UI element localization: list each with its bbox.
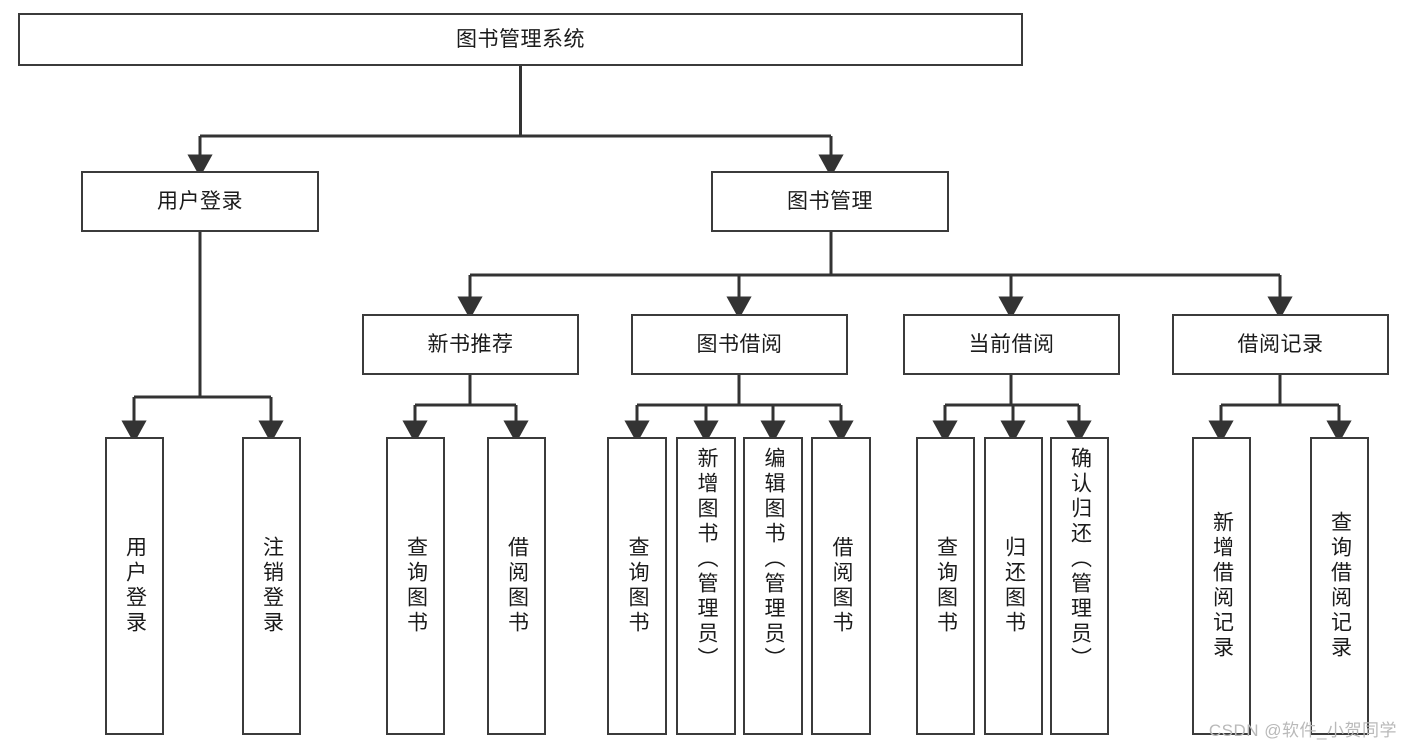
leaf-confirm-return-admin[interactable]: 确认归还（管理员） xyxy=(1050,437,1109,735)
leaf-query-borrow-record[interactable]: 查询借阅记录 xyxy=(1310,437,1369,735)
leaf-borrow-book-borrow[interactable]: 借阅图书 xyxy=(811,437,871,735)
leaf-query-book-current[interactable]: 查询图书 xyxy=(916,437,975,735)
leaf-edit-book-admin-label: 编辑图书（管理员） xyxy=(762,447,786,672)
node-book-management[interactable]: 图书管理 xyxy=(711,171,949,232)
leaf-query-book-newbook-label: 查询图书 xyxy=(404,536,428,636)
node-user-login-label: 用户登录 xyxy=(157,190,243,213)
leaf-logout[interactable]: 注销登录 xyxy=(242,437,301,735)
leaf-query-book-current-label: 查询图书 xyxy=(934,536,958,636)
leaf-query-book-newbook[interactable]: 查询图书 xyxy=(386,437,445,735)
node-borrow-record[interactable]: 借阅记录 xyxy=(1172,314,1389,375)
leaf-borrow-book-newbook[interactable]: 借阅图书 xyxy=(487,437,546,735)
node-new-book-recommend[interactable]: 新书推荐 xyxy=(362,314,579,375)
node-root-label: 图书管理系统 xyxy=(456,28,585,51)
watermark-text: CSDN @软件_小贺同学 xyxy=(1208,721,1397,740)
leaf-borrow-book-borrow-label: 借阅图书 xyxy=(830,536,854,636)
leaf-add-borrow-record[interactable]: 新增借阅记录 xyxy=(1192,437,1251,735)
leaf-add-borrow-record-label: 新增借阅记录 xyxy=(1210,511,1234,661)
leaf-logout-label: 注销登录 xyxy=(260,536,284,636)
node-book-borrow-label: 图书借阅 xyxy=(696,333,783,356)
node-current-borrow[interactable]: 当前借阅 xyxy=(903,314,1120,375)
node-user-login[interactable]: 用户登录 xyxy=(81,171,319,232)
node-book-borrow[interactable]: 图书借阅 xyxy=(631,314,848,375)
node-root[interactable]: 图书管理系统 xyxy=(18,13,1023,66)
node-current-borrow-label: 当前借阅 xyxy=(968,333,1055,356)
leaf-user-login-label: 用户登录 xyxy=(123,536,147,636)
leaf-add-book-admin-label: 新增图书（管理员） xyxy=(695,447,719,672)
leaf-return-book[interactable]: 归还图书 xyxy=(984,437,1043,735)
leaf-return-book-label: 归还图书 xyxy=(1002,536,1026,636)
leaf-add-book-admin[interactable]: 新增图书（管理员） xyxy=(676,437,736,735)
leaf-query-book-borrow[interactable]: 查询图书 xyxy=(607,437,667,735)
leaf-confirm-return-admin-label: 确认归还（管理员） xyxy=(1068,447,1092,672)
leaf-query-book-borrow-label: 查询图书 xyxy=(626,536,650,636)
leaf-borrow-book-newbook-label: 借阅图书 xyxy=(505,536,529,636)
leaf-query-borrow-record-label: 查询借阅记录 xyxy=(1328,511,1352,661)
leaf-edit-book-admin[interactable]: 编辑图书（管理员） xyxy=(743,437,803,735)
node-new-book-recommend-label: 新书推荐 xyxy=(427,333,514,356)
leaf-user-login[interactable]: 用户登录 xyxy=(105,437,164,735)
node-book-management-label: 图书管理 xyxy=(787,190,873,213)
node-borrow-record-label: 借阅记录 xyxy=(1237,333,1324,356)
